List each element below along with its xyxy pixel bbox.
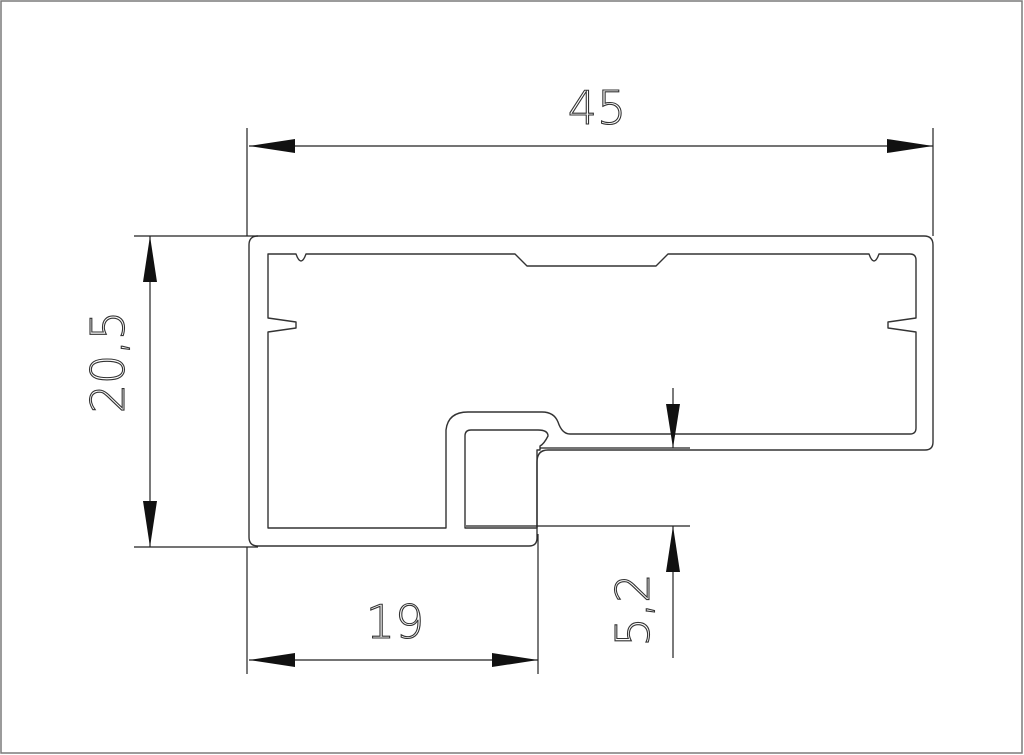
dimension-width: 45: [246, 80, 934, 236]
arrow-right-icon: [492, 653, 538, 667]
arrow-down-icon: [666, 404, 680, 448]
arrow-left-icon: [249, 653, 295, 667]
arrow-up-icon: [666, 526, 680, 572]
dimension-step-height: 5,2: [466, 388, 690, 658]
dimension-lower-width: 19: [246, 534, 539, 674]
dimension-step-height-label: 5,2: [606, 573, 660, 646]
profile-lower-chamber: [464, 429, 549, 529]
arrow-up-icon: [143, 236, 157, 282]
arrow-right-icon: [887, 139, 933, 153]
arrow-left-icon: [249, 139, 295, 153]
dimension-lower-width-label: 19: [366, 595, 425, 649]
profile-outer-contour: [248, 235, 934, 547]
arrow-down-icon: [143, 501, 157, 547]
dimension-height: 20,5: [80, 235, 258, 548]
profile-inner-contour: [267, 253, 917, 529]
dimension-height-label: 20,5: [81, 311, 135, 413]
dimension-width-label: 45: [568, 81, 627, 135]
